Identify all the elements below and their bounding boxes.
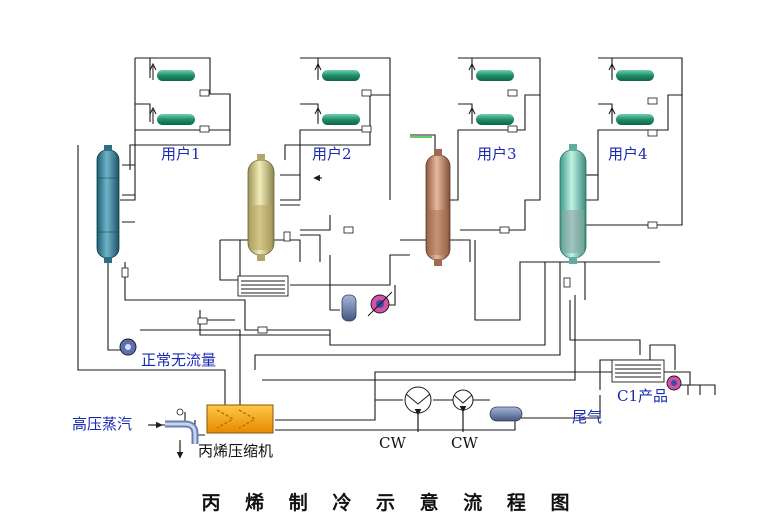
flash-drum-center (341, 294, 357, 322)
user2-cooler-upper (314, 62, 360, 81)
diagram-title: 丙 烯 制 冷 示 意 流 程 图 (201, 492, 579, 514)
pump-no-flow (119, 338, 137, 356)
condenser-1 (404, 386, 432, 414)
user-coolers (149, 62, 654, 125)
label-cw-1: CW (379, 434, 406, 452)
user1-cooler-upper (149, 62, 195, 81)
propylene-compressor (206, 404, 274, 434)
piping-network (77, 57, 716, 455)
vessel-3 (425, 149, 451, 266)
label-hp-steam: 高压蒸汽 (72, 415, 133, 433)
user1-cooler-lower (149, 106, 195, 125)
steam-turbine (165, 408, 199, 444)
condenser-2 (452, 389, 474, 411)
exchanger-bundle-right (611, 359, 665, 383)
user2-cooler-lower (314, 106, 360, 125)
user4-cooler-lower (608, 106, 654, 125)
vessel-1 (96, 145, 120, 263)
label-user-4: 用户4 (608, 145, 648, 163)
label-compressor: 丙烯压缩机 (198, 442, 274, 460)
label-user-3: 用户3 (477, 145, 517, 163)
label-c1-product: C1产品 (617, 387, 669, 405)
exchanger-bundle-center (237, 275, 289, 297)
label-user-1: 用户1 (161, 145, 201, 163)
user4-cooler-upper (608, 62, 654, 81)
label-cw-2: CW (451, 434, 478, 452)
vessel-4 (559, 144, 587, 264)
pump-right (666, 375, 682, 391)
user3-cooler-lower (468, 106, 514, 125)
vessel-2 (247, 154, 275, 261)
pump-center (367, 291, 393, 317)
label-no-flow: 正常无流量 (141, 351, 217, 369)
user3-cooler-upper (468, 62, 514, 81)
label-tail-gas: 尾气 (572, 408, 603, 426)
accumulator-drum (489, 406, 523, 422)
valve-symbols (121, 89, 658, 334)
label-user-2: 用户2 (312, 145, 352, 163)
